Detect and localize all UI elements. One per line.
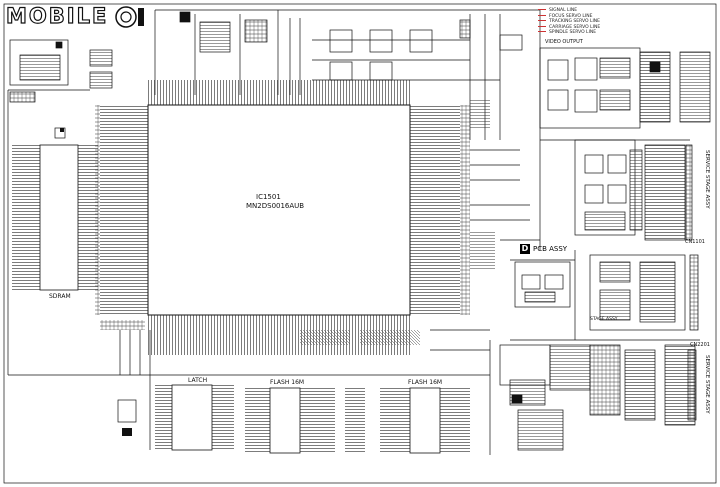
service-stage-label-a: SERVICE STAGE ASSY [704,150,710,209]
flash-a-label: FLASH 16M [270,379,305,386]
flash-a-chip [245,387,335,454]
legend-item: CARRIAGE SERVO LINE [538,25,600,31]
line-legend: SIGNAL LINE FOCUS SERVO LINE TRACKING SE… [538,8,600,36]
cn2201-area [499,344,697,451]
service-stage-label-b: SERVICE STAGE ASSY [704,355,710,414]
pcb-badge: D [520,244,530,254]
ic-part-label: MN2DS0016AUB [246,202,305,210]
logo-wordmark: MOBILE [5,4,109,28]
sdram-chip [12,127,98,291]
latch-label: LATCH [188,377,208,384]
legend-item: TRACKING SERVO LINE [538,19,600,25]
pcb-title: PCB ASSY [533,245,568,253]
ic-ref-label: IC1501 [256,193,281,201]
stage-assy-label: STAGE ASSY [590,317,618,322]
middle-bus [345,388,365,453]
crystal-area [9,39,69,103]
sdram-label: SDRAM [49,293,71,300]
legend-item: SIGNAL LINE [538,8,600,14]
legend-item: FOCUS SERVO LINE [538,14,600,20]
cn2201-label: CN2201 [690,342,710,348]
flash-b-chip [380,387,470,454]
flash-b-label: FLASH 16M [408,379,443,386]
logo-emblem [115,6,144,28]
video-output-block [539,47,711,129]
latch-chip [117,384,234,451]
cn1101-area [574,139,693,241]
top-driver-area [89,11,523,89]
ic1501-chip [95,80,470,355]
cn1101-label: CN1101 [685,239,705,245]
video-output-label: VIDEO OUTPUT [545,39,583,45]
misc-strips [100,100,495,345]
legend-item: SPINDLE SERVO LINE [538,30,600,36]
pcb-d-assy [514,254,699,331]
